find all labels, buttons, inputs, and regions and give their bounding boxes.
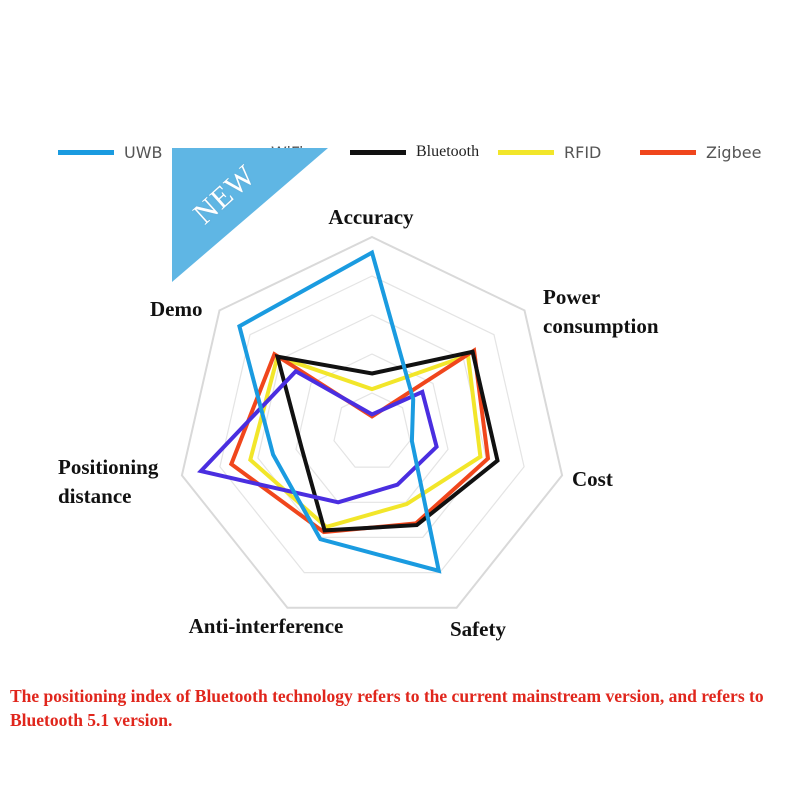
legend-swatch [640,149,696,155]
legend-swatch [58,149,114,155]
axis-label-positioning-distance: Positioning distance [58,455,159,508]
series-bluetooth [274,349,500,533]
axis-label-line: Positioning [58,455,159,479]
axis-label-line: Accuracy [328,205,414,229]
radar-series [197,249,500,574]
legend-label: Bluetooth [416,143,480,160]
new-banner [172,148,328,282]
legend-item-zigbee: Zigbee [640,140,761,164]
axis-label-accuracy: Accuracy [328,205,414,229]
grid-ring [295,353,449,503]
axis-label-anti-interference: Anti-interference [189,614,344,638]
grid-ring [219,275,525,574]
axis-label-line: consumption [543,314,659,338]
legend-swatch [498,149,554,155]
axis-label-line: Demo [150,297,202,321]
axis-label-power-consumption: Power consumption [543,285,659,338]
legend-label: UWB [124,142,163,162]
grid-ring [180,235,564,609]
grid-ring [257,314,487,539]
axis-label-line: distance [58,484,132,508]
legend-swatch [350,149,406,155]
series-wifi [197,368,439,505]
legend-item-rfid: RFID [498,140,601,164]
axis-label-line: Power [543,285,600,309]
series-rfid [248,352,483,530]
radar-grid [180,235,564,609]
series-uwb [237,249,442,574]
legend-item-bluetooth: Bluetooth [350,140,479,164]
axis-label-safety: Safety [450,617,506,641]
axis-label-line: Safety [450,617,506,641]
legend-item-uwb: UWB [58,140,163,164]
axis-label-demo: Demo [150,297,202,321]
axis-label-line: Cost [572,467,613,491]
axis-label-cost: Cost [572,467,613,491]
grid-ring [333,392,411,468]
new-banner-shape [172,148,328,282]
axis-label-line: Anti-interference [189,614,344,638]
legend-label: RFID [564,142,602,162]
legend-label: Zigbee [706,142,762,162]
chart-footnote: The positioning index of Bluetooth techn… [10,686,764,730]
